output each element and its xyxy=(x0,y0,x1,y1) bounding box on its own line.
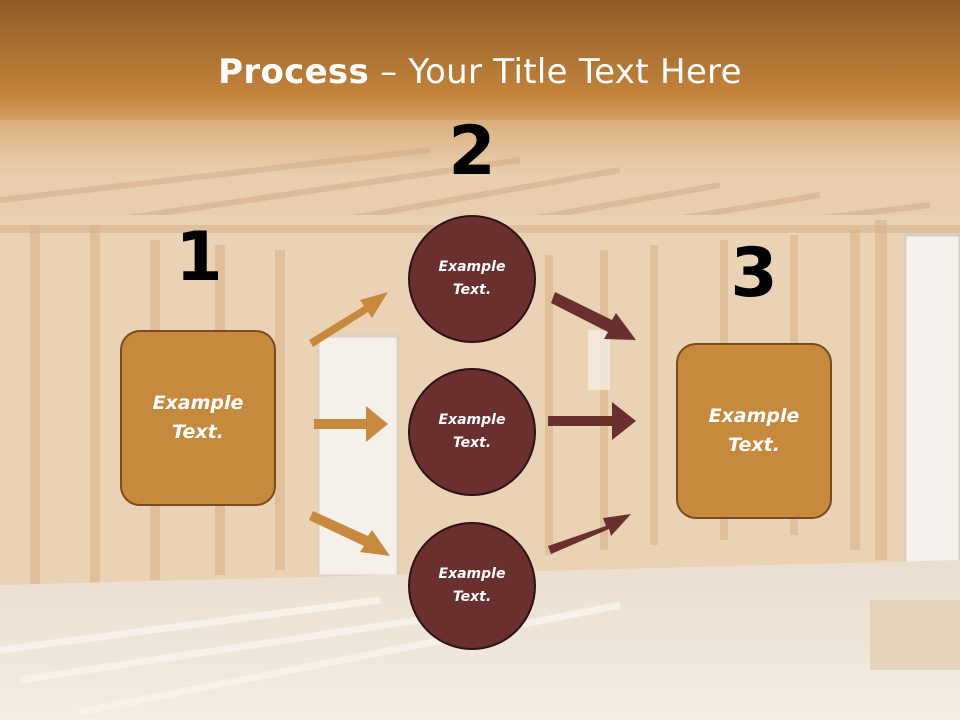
arrow-top-to-step3 xyxy=(551,292,636,340)
step2-circle-top: Example Text. xyxy=(408,215,536,343)
step-number-2: 2 xyxy=(448,112,496,191)
slide-title: Process – Your Title Text Here xyxy=(0,52,960,92)
arrow-step1-to-bottom xyxy=(309,511,390,556)
step1-box: Example Text. xyxy=(120,330,276,506)
arrow-middle-to-step3 xyxy=(548,402,636,440)
arrow-step1-to-top xyxy=(309,292,388,347)
step-number-1: 1 xyxy=(175,218,223,297)
step1-box-text: Example Text. xyxy=(152,392,244,443)
circle-top-text: Example Text. xyxy=(438,259,506,298)
circle-middle-text: Example Text. xyxy=(438,412,506,451)
step3-box: Example Text. xyxy=(676,343,832,519)
title-strong: Process xyxy=(218,52,370,92)
step3-box-text: Example Text. xyxy=(708,405,800,456)
step2-circle-middle: Example Text. xyxy=(408,368,536,496)
arrow-step1-to-middle xyxy=(314,406,388,442)
orange-arrows xyxy=(309,292,390,556)
title-rest: – Your Title Text Here xyxy=(369,52,742,92)
step-number-3: 3 xyxy=(730,234,778,313)
maroon-arrows xyxy=(548,292,636,554)
circle-bottom-text: Example Text. xyxy=(438,566,506,605)
step2-circle-bottom: Example Text. xyxy=(408,522,536,650)
arrow-bottom-to-step3 xyxy=(548,514,631,554)
